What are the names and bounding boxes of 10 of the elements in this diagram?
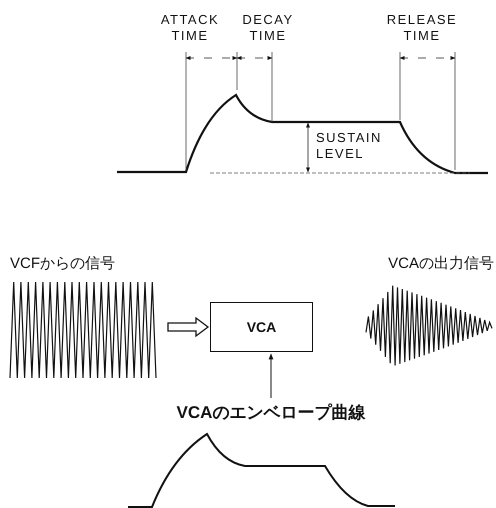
envelope-label: VCAのエンベロープ曲線: [150, 400, 392, 426]
dimension-label: RELEASE TIME: [386, 12, 458, 44]
dimension-label: ATTACK TIME: [160, 12, 220, 44]
signal-label: VCFからの信号: [10, 254, 115, 273]
block-arrow: [167, 316, 210, 338]
dimension-label: SUSTAIN LEVEL: [316, 130, 383, 162]
dimension-label: DECAY TIME: [241, 12, 295, 44]
vca-box: VCA: [210, 302, 313, 352]
signal-label: VCAの出力信号: [388, 254, 494, 273]
arrow: [268, 353, 274, 398]
